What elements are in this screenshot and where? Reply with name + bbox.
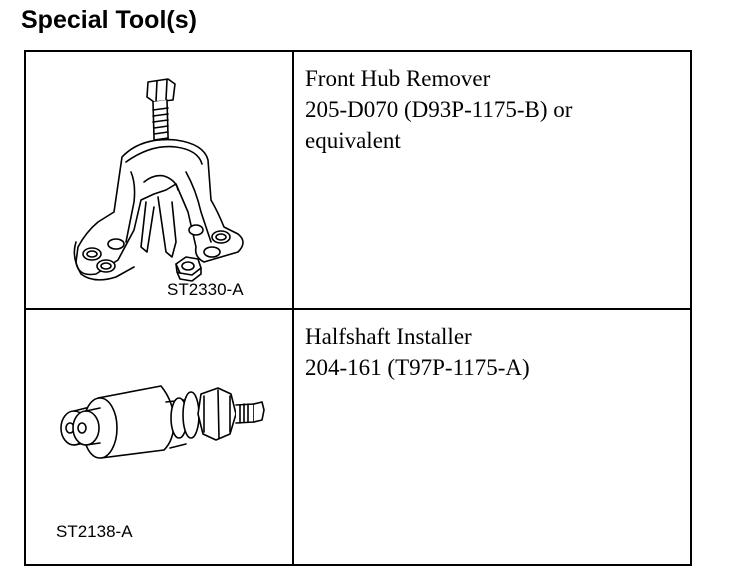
table-row: ST2138-A Halfshaft Installer 204-161 (T9… xyxy=(24,308,692,566)
tool-part-number: 205-D070 (D93P-1175-B) or xyxy=(305,97,573,122)
tool-description-cell: Front Hub Remover 205-D070 (D93P-1175-B)… xyxy=(292,50,692,310)
tool-description: Front Hub Remover 205-D070 (D93P-1175-B)… xyxy=(294,52,690,156)
tool-part-number: 204-161 (T97P-1175-A) xyxy=(305,355,530,380)
tool-description-cell: Halfshaft Installer 204-161 (T97P-1175-A… xyxy=(292,308,692,566)
page-title: Special Tool(s) xyxy=(21,6,197,34)
tool-description: Halfshaft Installer 204-161 (T97P-1175-A… xyxy=(294,310,690,383)
table-row: ST2330-A Front Hub Remover 205-D070 (D93… xyxy=(24,50,692,310)
illustration-code: ST2330-A xyxy=(167,280,244,299)
special-tools-table: ST2330-A Front Hub Remover 205-D070 (D93… xyxy=(24,50,692,566)
tool-name: Halfshaft Installer xyxy=(305,324,472,349)
tool-illustration-cell: ST2138-A xyxy=(24,308,294,566)
halfshaft-installer-icon xyxy=(60,385,265,459)
tool-name: Front Hub Remover xyxy=(305,66,491,91)
tool-illustration-cell: ST2330-A xyxy=(24,50,294,310)
illustration-code: ST2138-A xyxy=(56,522,133,541)
tool-note: equivalent xyxy=(305,128,401,153)
hub-remover-icon xyxy=(73,78,244,282)
